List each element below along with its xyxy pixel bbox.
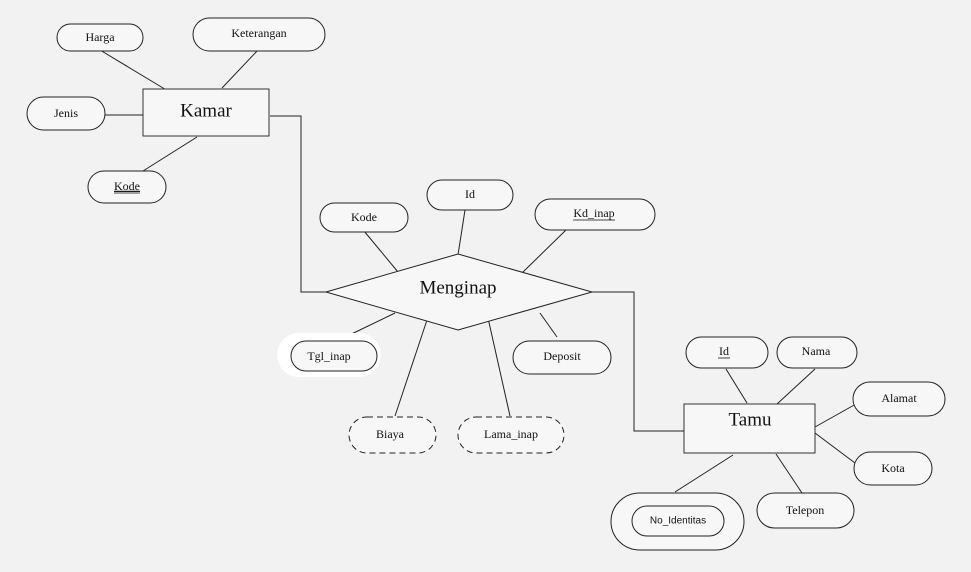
- attribute-kode-menginap: [319, 202, 409, 233]
- relationship-menginap-label: Menginap: [419, 277, 496, 298]
- attribute-nama-label: Nama: [802, 344, 831, 358]
- attribute-no-identitas-label: No_Identitas: [650, 516, 706, 527]
- attribute-tgl-inap: [290, 340, 378, 372]
- line-nama-tamu: [776, 368, 816, 405]
- attribute-lama-inap: [457, 416, 565, 454]
- attribute-telepon: [756, 492, 855, 529]
- attribute-harga: [56, 23, 144, 52]
- entity-tamu-label: Tamu: [729, 409, 772, 430]
- attribute-tgl-inap-label: Tgl_inap: [307, 349, 350, 363]
- attribute-keterangan-label: Keterangan: [231, 26, 286, 40]
- attribute-lama-inap-label: Lama_inap: [484, 427, 538, 441]
- line-lamainap-menginap: [487, 317, 511, 417]
- line-kota-tamu: [814, 432, 856, 464]
- attribute-no-identitas: [631, 505, 725, 537]
- attribute-kode-kamar-label: Kode: [114, 179, 140, 193]
- line-deposit-menginap: [539, 312, 558, 338]
- attribute-deposit: [512, 340, 612, 375]
- line-keterangan-kamar: [221, 49, 259, 89]
- line-biaya-menginap: [394, 319, 428, 417]
- attribute-jenis: [26, 96, 106, 131]
- attribute-kota-label: Kota: [881, 461, 905, 475]
- attribute-alamat-label: Alamat: [881, 391, 917, 405]
- attribute-kd-inap-label: Kd_inap: [573, 206, 614, 220]
- entity-kamar: [142, 88, 270, 137]
- line-kamar-menginap: [270, 115, 326, 293]
- entity-kamar-label: Kamar: [180, 100, 232, 121]
- attribute-kota: [853, 451, 933, 486]
- line-kode-kamar: [142, 136, 198, 172]
- attribute-alamat: [852, 381, 946, 417]
- line-noidentitas-tamu: [674, 454, 734, 493]
- attribute-id-tamu: [685, 336, 769, 369]
- line-id-tamu: [725, 368, 748, 404]
- attribute-id-tamu-label: Id: [719, 344, 729, 358]
- line-alamat-tamu: [814, 403, 857, 428]
- line-id-menginap: [457, 209, 466, 256]
- line-harga-kamar: [99, 49, 169, 92]
- attribute-harga-label: Harga: [85, 30, 115, 44]
- attribute-telepon-label: Telepon: [786, 503, 824, 517]
- line-menginap-tamu: [592, 291, 684, 432]
- attribute-keterangan: [192, 17, 326, 52]
- relationship-menginap: [324, 253, 594, 331]
- line-telepon-tamu: [775, 453, 803, 494]
- line-kode-menginap: [363, 230, 399, 273]
- attribute-nama: [776, 336, 858, 369]
- attribute-kode-kamar: [87, 170, 167, 204]
- attribute-kode-menginap-label: Kode: [351, 210, 377, 224]
- attribute-id-menginap-label: Id: [465, 187, 475, 201]
- attribute-kd-inap: [534, 198, 656, 231]
- attribute-id-menginap: [426, 179, 514, 211]
- attribute-biaya-label: Biaya: [376, 427, 405, 441]
- attribute-biaya: [348, 416, 437, 454]
- attribute-jenis-label: Jenis: [54, 106, 78, 120]
- line-kdinap-menginap: [521, 229, 567, 274]
- entity-tamu: [683, 403, 816, 454]
- attribute-deposit-label: Deposit: [543, 349, 581, 363]
